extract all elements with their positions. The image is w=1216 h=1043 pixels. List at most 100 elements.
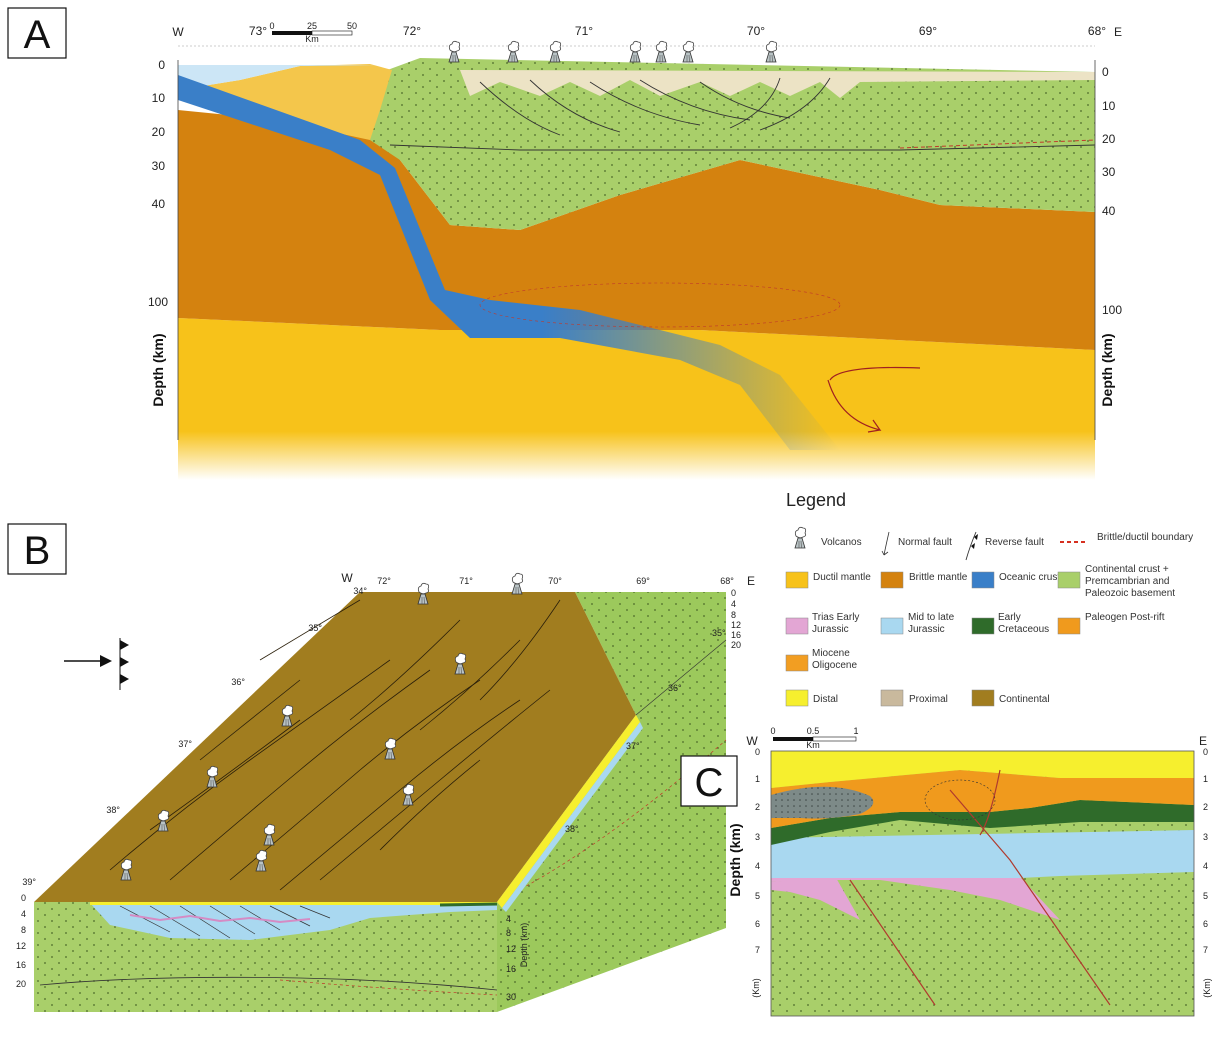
legend-proximal: Proximal: [909, 694, 948, 705]
swatch-mid-late-jurassic: [880, 617, 904, 635]
scale-tick-0: 0: [269, 21, 274, 31]
top-surface-edge-blue: [502, 722, 643, 912]
legend-continental-crust-text: Continental crust + Premcambrian and Pal…: [1085, 564, 1176, 599]
legend-continental: Continental: [999, 694, 1050, 705]
panel-a-label-box: [7, 7, 67, 59]
panel-b-depth-front: 12: [506, 944, 516, 954]
depth-tick-left: 100: [148, 295, 168, 309]
panel-c-depth-right: 7: [1203, 945, 1208, 955]
legend-oceanic-crust: Oceanic crust: [999, 572, 1060, 583]
panel-b-depth-right: 12: [731, 620, 741, 630]
right-side-edge: [635, 639, 727, 716]
panel-c-fault-1: [949, 789, 1111, 1006]
legend-paleogen: Paleogen Post-rift: [1085, 612, 1165, 623]
depth-tick-right: 40: [1102, 204, 1116, 218]
panel-b-east-label: E: [747, 574, 755, 588]
scale-tick-25: 25: [307, 21, 317, 31]
panel-c-jurassic: [771, 830, 1194, 878]
panel-c-west-label: W: [746, 734, 758, 748]
panel-c-scale-bar: 0 0.5 1 Km: [770, 726, 858, 750]
panel-b-depth-left: 20: [16, 979, 26, 989]
surface-faults: [109, 599, 561, 891]
swatch-ductil-mantle: [785, 571, 809, 589]
volcano-icon: [448, 40, 461, 63]
panel-b-depth-right: 0: [731, 588, 736, 598]
panel-b-lon-70: 70°: [548, 576, 562, 586]
scale-tick-half: 0.5: [807, 726, 820, 736]
panel-c-gray-body: [771, 786, 874, 819]
panel-c: C W E 0 0.5 1 Km 0 1 2 3 4 5 6 7 0 1 2 3…: [680, 726, 1212, 1017]
panel-a-lon-72: 72°: [403, 24, 421, 38]
legend-distal: Distal: [813, 694, 838, 705]
reverse-fault-icon: [965, 531, 977, 561]
panel-b-depth-right: 16: [731, 630, 741, 640]
panel-b-depth-front: 4: [506, 914, 511, 924]
brittle-mantle: [178, 110, 1095, 350]
mantle-flow-arrow: [827, 366, 921, 433]
panel-c-dashed-ellipse: [924, 779, 996, 821]
panel-a: A W E 73° 72° 71° 70° 69° 68° 0 25 50 Km: [7, 7, 1122, 480]
legend-jurassic: Mid to late Jurassic: [908, 612, 955, 635]
normal-fault-icon: [881, 531, 890, 556]
panel-b-lat: 36°: [231, 677, 245, 687]
depth-tick-right: 100: [1102, 303, 1122, 317]
panel-b-depth-left: 12: [16, 941, 26, 951]
panel-b-lat: 35°: [308, 623, 322, 633]
panel-b: B: [7, 523, 755, 1012]
panel-a-lon-70: 70°: [747, 24, 765, 38]
swatch-continental-crust: [1057, 571, 1081, 589]
panel-c-letter: C: [695, 761, 724, 805]
legend-cretaceous: Early Cretaceous: [998, 612, 1049, 635]
panel-b-depth-right: 4: [731, 599, 736, 609]
panel-c-depth-left: 7: [755, 945, 760, 955]
swatch-oceanic-crust: [971, 571, 995, 589]
panel-b-lat-right: 38°: [565, 824, 579, 834]
brittle-ductile-boundary-b: [279, 979, 498, 996]
volcano-icon: [507, 40, 520, 63]
panel-c-east-label: E: [1199, 734, 1207, 748]
panel-b-lon-71: 71°: [459, 576, 473, 586]
forearc-wedge: [178, 64, 392, 140]
volcano-icon: [511, 572, 524, 595]
panel-c-fault-3: [849, 879, 936, 1006]
oceanic-slab: [178, 75, 840, 450]
front-top-layer: [90, 902, 497, 905]
panel-c-depth-left: 4: [755, 861, 760, 871]
depth-tick-right: 0: [1102, 65, 1109, 79]
panel-a-west-label: W: [172, 25, 184, 39]
volcano-icon: [549, 40, 562, 63]
swatch-miocene: [785, 654, 809, 672]
panel-c-unit-right: (Km): [1202, 978, 1212, 998]
panel-b-depth-label: Depth (km): [519, 923, 529, 968]
scale-tick-0: 0: [770, 726, 775, 736]
front-boundary-line: [39, 976, 498, 991]
brittle-ductile-boundary-a: [899, 139, 1096, 149]
swatch-paleogen: [1057, 617, 1081, 635]
panel-c-depth-left: 0: [755, 747, 760, 757]
scale-tick-50: 50: [347, 21, 357, 31]
panel-c-depth-left: 3: [755, 832, 760, 842]
scale-tick-1: 1: [853, 726, 858, 736]
legend-paleogen-text: Paleogen Post-rift: [1085, 612, 1165, 623]
panel-c-depth-right: 6: [1203, 919, 1208, 929]
swatch-trias: [785, 617, 809, 635]
panel-b-depth-right: 8: [731, 610, 736, 620]
panel-b-lat: 39°: [22, 877, 36, 887]
ductile-mantle: [178, 318, 1095, 480]
volcano-icon: [794, 526, 807, 549]
legend-trias: Trias Early Jurassic: [812, 612, 859, 635]
volcano-icon: [765, 40, 778, 63]
panel-a-lon-69: 69°: [919, 24, 937, 38]
panel-b-direction-arrow: [64, 638, 129, 690]
panel-a-scale-bar: 0 25 50 Km: [269, 21, 357, 44]
ocean-water: [178, 65, 380, 90]
panel-b-depth-front: 8: [506, 928, 511, 938]
depth-tick-right: 10: [1102, 99, 1116, 113]
swatch-proximal: [880, 689, 904, 707]
block-right-side: [497, 592, 726, 1012]
swatch-distal: [785, 689, 809, 707]
panel-c-fault-2: [979, 769, 1001, 836]
panel-b-letter: B: [24, 529, 51, 573]
legend-jurassic-text: Mid to late Jurassic: [908, 612, 955, 635]
